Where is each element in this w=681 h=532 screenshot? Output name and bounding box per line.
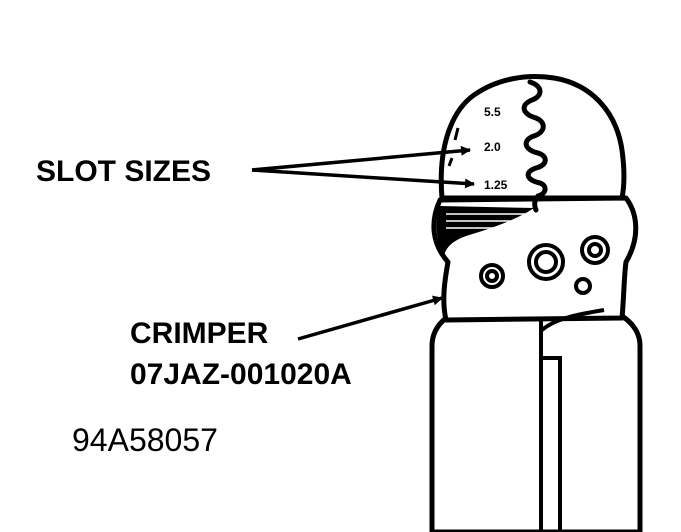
slot-size-5-5: 5.5: [484, 105, 501, 119]
die-head-tick: [453, 127, 460, 141]
crimper-name-label: CRIMPER: [130, 317, 269, 350]
figure-id-label: 94A58057: [72, 422, 218, 458]
die-head-tick-lower: [447, 157, 454, 167]
center-pivot-hole-inner: [534, 250, 558, 274]
crimper-arrow: [297, 295, 443, 341]
jaw-shading: [436, 206, 534, 256]
slot-size-labels: 5.5 2.0 1.25: [484, 105, 508, 192]
callout-arrows: [251, 145, 475, 341]
jaw-shading-lines: [446, 213, 528, 229]
small-hole: [574, 277, 592, 295]
slot-sizes-label: SLOT SIZES: [36, 155, 211, 188]
slot-profile: [521, 79, 548, 213]
slot-sizes-arrow-lower: [251, 168, 475, 189]
slot-sizes-arrow-upper: [251, 145, 471, 172]
crimper-part-number-label: 07JAZ-001020A: [130, 358, 352, 391]
jaw-holes: [479, 235, 610, 295]
crimper-tool: [429, 74, 643, 532]
crimper-handle: [429, 313, 643, 532]
right-hole-inner: [587, 242, 603, 258]
handle-slot: [539, 320, 562, 532]
lever-curve: [540, 308, 605, 332]
left-hole-inner: [485, 269, 499, 283]
slot-size-1-25: 1.25: [484, 178, 508, 192]
slot-size-2-0: 2.0: [484, 140, 501, 154]
